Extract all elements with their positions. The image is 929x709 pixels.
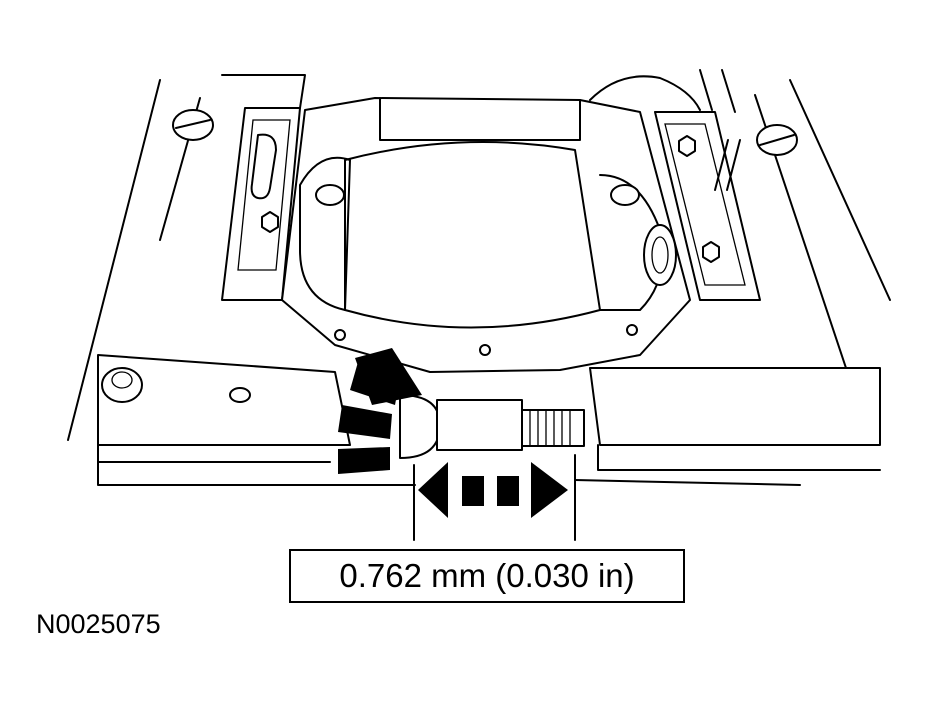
bolt-top-left-icon	[172, 109, 214, 141]
figure-id-label: N0025075	[36, 609, 161, 639]
right-clamp-rail	[654, 69, 761, 301]
rotation-arrow-icon	[338, 348, 422, 474]
dimension-arrow-icon	[413, 454, 576, 541]
housing-hole-3	[626, 324, 638, 336]
measurement-value: 0.762 mm (0.030 in)	[339, 557, 635, 594]
hex-bolt-right-2-icon	[702, 241, 720, 263]
differential-housing	[281, 75, 701, 373]
hex-bolt-right-1-icon	[678, 135, 696, 157]
hex-bolt-left-1-icon	[261, 211, 279, 233]
right-support-bar	[574, 367, 881, 486]
bolt-heads	[172, 109, 798, 356]
left-support-bar	[97, 354, 416, 486]
bolt-top-right-icon	[756, 124, 798, 156]
adjuster-screw	[399, 394, 585, 459]
housing-hole-1	[334, 329, 346, 341]
measurement-callout: 0.762 mm (0.030 in)	[289, 549, 685, 603]
housing-hole-2	[479, 344, 491, 356]
left-clamp-rail	[221, 74, 306, 301]
